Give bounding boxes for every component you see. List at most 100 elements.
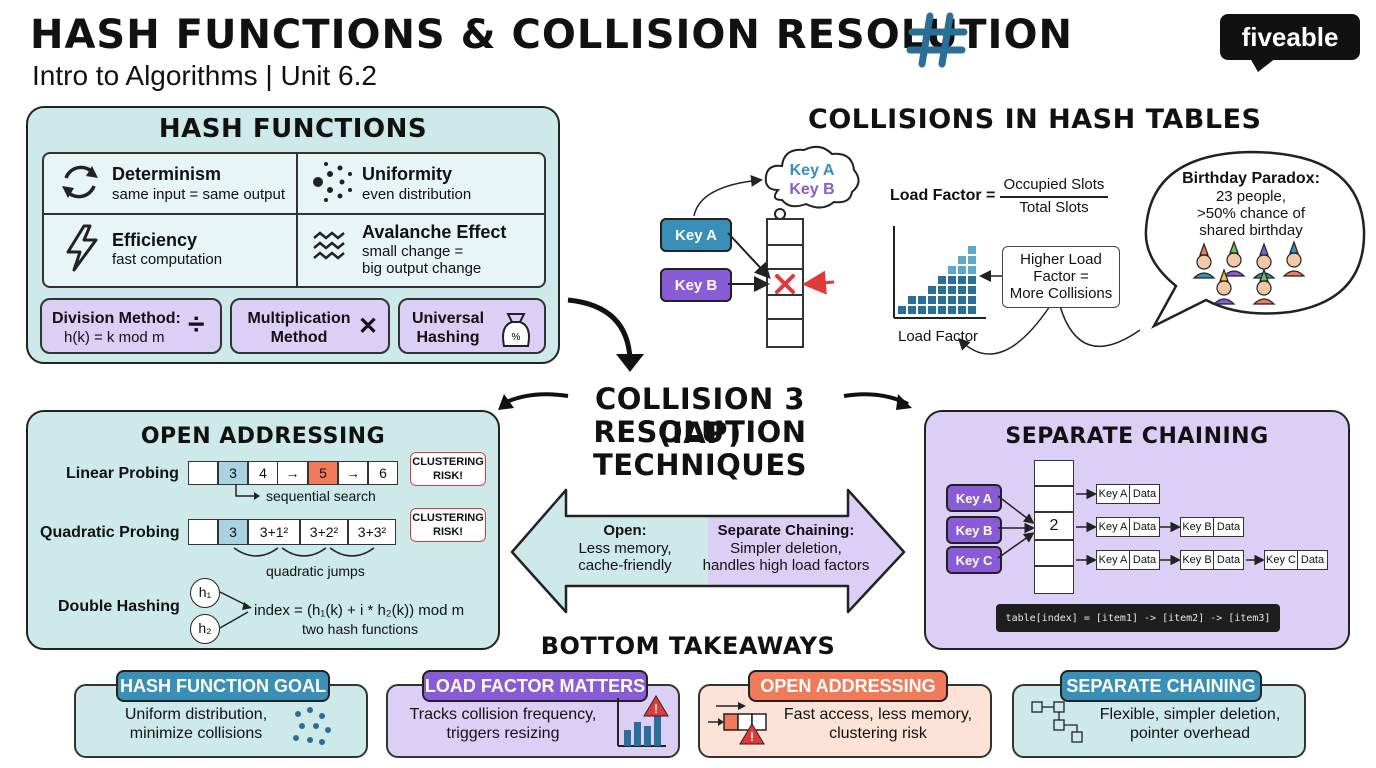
takeaway-tag: LOAD FACTOR MATTERS [422,670,648,702]
chart-block [968,286,976,294]
divide-icon: ÷ [188,308,205,341]
takeaway-tag: HASH FUNCTION GOAL [116,670,330,702]
chart-block [928,286,936,294]
sep-compare-line-2: handles high load factors [702,557,870,574]
efficiency-desc: fast computation [112,251,223,268]
load-factor-numerator: Occupied Slots [1003,176,1105,193]
refresh-icon [62,165,98,199]
probe-cell: 3+1² [248,519,300,545]
chart-block [948,266,956,274]
chart-block [928,306,936,314]
speech-bubble [1144,150,1366,329]
takeaways-title: BOTTOM TAKEAWAYS [540,632,836,660]
node-key: Key A [1096,517,1130,537]
birthday-title: Birthday Paradox: [1182,170,1320,187]
takeaway-tag: OPEN ADDRESSING [748,670,948,702]
division-method-formula: h(k) = k mod m [64,329,165,346]
takeaway-tag: SEPARATE CHAINING [1060,670,1262,702]
chart-block [958,296,966,304]
fiveable-logo[interactable]: fiveable [1220,14,1360,60]
hash-icon [906,12,968,68]
wave-icon [313,231,345,260]
chart-block [968,256,976,264]
chart-block [908,296,916,304]
chain-slot-value: 2 [1049,517,1059,534]
logo-text: fiveable [1241,21,1339,52]
chart-block [908,306,916,314]
birthday-line-4: shared birthday [1199,222,1303,239]
quadratic-note: quadratic jumps [266,563,365,579]
node-data: Data [1298,550,1328,570]
linear-risk-text: CLUSTERING RISK! [412,456,484,482]
node-data: Data [1130,550,1160,570]
open-addressing-title: OPEN ADDRESSING [140,424,386,449]
hash-functions-title: HASH FUNCTIONS [158,114,428,144]
multiplication-method[interactable]: Multiplication Method ✕ [230,298,390,354]
probe-cell: 6 [368,461,398,485]
chart-block [918,296,926,304]
chart-block [958,306,966,314]
open-compare-line-1: Less memory, [578,540,672,557]
chain-key-b[interactable]: Key B [946,516,1002,544]
quadratic-probing-label: Quadratic Probing [40,524,180,541]
chain-node: Key A Data [1096,517,1160,537]
chart-block [948,306,956,314]
separate-chaining-title: SEPARATE CHAINING [1005,424,1269,449]
takeaway-line-2: triggers resizing [446,725,560,742]
node-data: Data [1214,550,1244,570]
takeaway-line-1: Flexible, simpler deletion, [1099,706,1281,723]
quadratic-probe-cells: 3 3+1² 3+2² 3+3² [188,519,396,545]
load-factor-denominator: Total Slots [1019,199,1089,216]
probe-cell: 3 [218,519,248,545]
takeaway-line-1: Uniform distribution, [124,706,268,723]
double-hash-formula: index = (h₁(k) + i * h₂(k)) mod m [254,602,465,619]
division-method[interactable]: Division Method: h(k) = k mod m ÷ [40,298,222,354]
chart-block [968,296,976,304]
svg-text:!: ! [654,702,658,716]
chain-node: Key C Data [1264,550,1328,570]
collisions-title: COLLISIONS IN HASH TABLES [808,104,1262,135]
chain-key-a[interactable]: Key A [946,484,1002,512]
center-title-2: RESOLUTION [593,415,807,449]
probe-cell: 3+2² [300,519,348,545]
cloud-key-b: Key B [789,181,835,198]
chart-block [948,286,956,294]
double-hashing-label: Double Hashing [58,598,180,615]
avalanche-label: Avalanche Effect [362,222,507,242]
takeaway-line-2: clustering risk [829,725,927,742]
node-data: Data [1214,517,1244,537]
node-key: Key A [1096,484,1130,504]
chart-block [948,296,956,304]
quadratic-jump-arrows [233,547,375,557]
collision-key-a[interactable]: Key A [660,218,732,252]
double-hash-arrows [219,591,252,629]
node-key: Key A [1096,550,1130,570]
scatter-icon [313,162,352,202]
higher-load-line-1: Higher Load [1020,251,1102,268]
chain-key-c[interactable]: Key C [946,546,1002,574]
takeaway-line-1: Tracks collision frequency, [409,706,597,723]
party-people-icon [1192,240,1306,305]
chart-block [938,276,946,284]
chart-block [968,246,976,254]
hash-table-column [766,218,804,348]
bar-warning-icon: ! [617,695,669,747]
chain-node: Key B Data [1180,517,1244,537]
chain-node: Key A Data [1096,550,1160,570]
svg-text:%: % [512,332,521,343]
uniformity-label: Uniformity [362,164,452,184]
multiplication-label-1: Multiplication [247,310,351,327]
center-title-3: TECHNIQUES [592,448,808,482]
chart-block [958,266,966,274]
avalanche-desc-1: small change = [362,243,464,260]
multiply-icon: ✕ [358,313,379,340]
universal-label-1: Universal [411,310,485,327]
chain-node: Key B Data [1180,550,1244,570]
chart-block [898,306,906,314]
takeaway-line-2: minimize collisions [129,725,263,742]
collision-key-b[interactable]: Key B [660,268,732,302]
universal-hashing[interactable]: Universal Hashing % [398,298,546,354]
chain-node: Key A Data [1096,484,1160,504]
flowchart-icon [1031,701,1083,743]
chart-block [928,296,936,304]
